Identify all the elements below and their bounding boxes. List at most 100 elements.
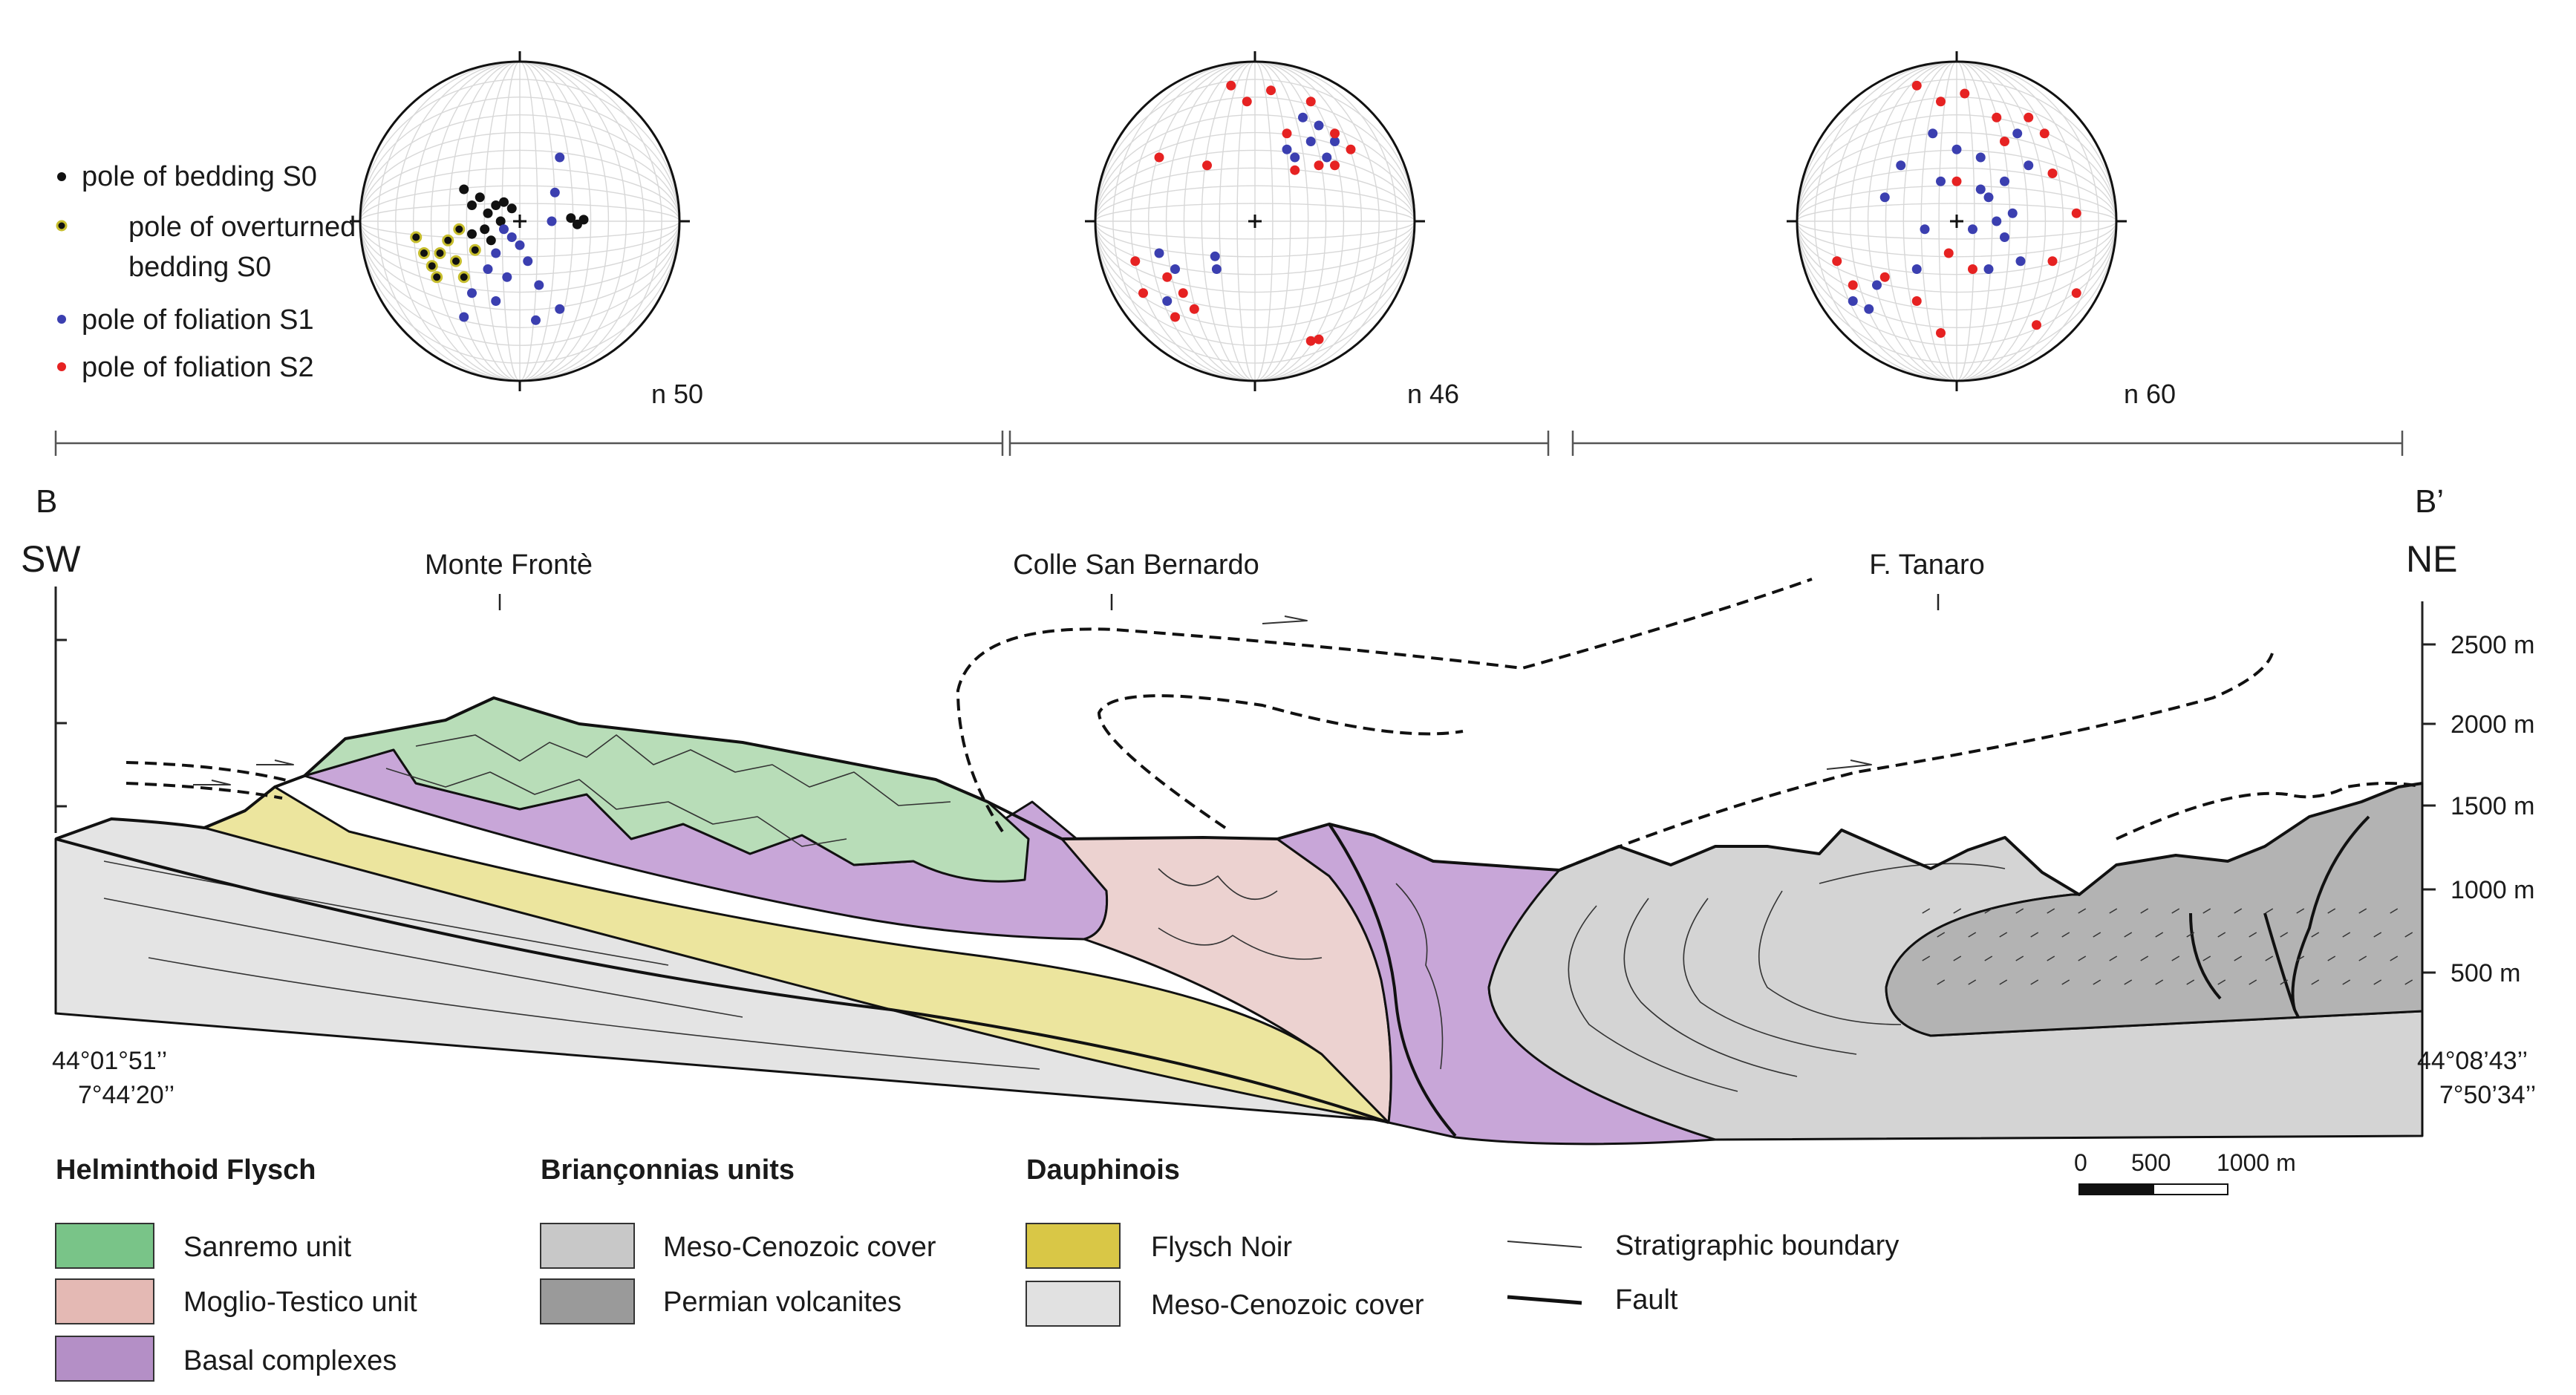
foliation-s1-pole [1983, 264, 1994, 274]
stereonet-2 [1085, 51, 1425, 391]
foliation-s1-pole [1872, 280, 1882, 290]
foliation-s1-pole [531, 315, 541, 325]
bedding-pole [483, 208, 493, 218]
scale-tick: 0 [2074, 1149, 2087, 1176]
scale-tick: 500 [2131, 1149, 2171, 1176]
overturned-bedding-pole [425, 260, 438, 272]
bedding-pole [480, 224, 490, 235]
foliation-s1-pole [515, 240, 525, 250]
stereonet-grid [1085, 51, 1425, 391]
foliation-s2-pole [1936, 328, 1946, 338]
legend-permian: Permian volcanites [663, 1287, 901, 1318]
foliation-s1-pole [550, 187, 560, 197]
foliation-s1-pole [1322, 152, 1332, 163]
foliation-s1-pole [1290, 152, 1300, 163]
coord-left-lon: 7°44’20’’ [78, 1081, 175, 1109]
foliation-s2-pole [1992, 112, 2002, 122]
overturned-bedding-pole [442, 234, 454, 246]
foliation-s1-pole [1210, 251, 1220, 261]
foliation-s2-pole [2047, 256, 2058, 267]
foliation-s1-pole [1314, 120, 1324, 131]
stereonet-points [410, 152, 589, 325]
overturned-marker [56, 220, 68, 232]
stereonet-1 [350, 51, 690, 391]
foliation-s1-pole [502, 272, 512, 282]
foliation-s2-pole [1936, 97, 1946, 107]
bedding-pole [578, 215, 589, 225]
coord-left-lat: 44°01°51’’ [52, 1047, 167, 1075]
legend-stratigraphic: Stratigraphic boundary [1615, 1230, 1899, 1261]
foliation-s1-pole [483, 264, 493, 274]
bedding-pole [467, 229, 477, 239]
foliation-s2-pole [1305, 97, 1316, 107]
overturned-bedding-pole [453, 223, 466, 235]
foliation-s2-pole [2071, 208, 2081, 218]
cross-section [54, 578, 2424, 1146]
foliation-s2-pole [1138, 288, 1148, 298]
foliation-s2-pole [1154, 152, 1164, 163]
foliation-s1-pole [1848, 296, 1858, 306]
projected-surfaces [125, 578, 2423, 872]
foliation-s1-pole [534, 280, 544, 290]
foliation-s2-pole [2039, 128, 2050, 139]
legend-brianc-cover: Meso-Cenozoic cover [663, 1232, 936, 1263]
swatch-flysch-noir [1025, 1223, 1121, 1269]
foliation-s2-pole [1848, 280, 1858, 290]
foliation-s1-pole [1282, 144, 1292, 154]
stereonet-points [1832, 80, 2081, 338]
place-monte-fronte: Monte Frontè [425, 549, 593, 581]
foliation-s1-pole [523, 256, 533, 267]
foliation-s1-pole [2012, 128, 2023, 139]
foliation-s1-pole [1975, 152, 1986, 163]
legend-title-brianconnais: Briançonnias units [541, 1154, 795, 1186]
foliation-s2-pole [1290, 165, 1300, 175]
scale-bar: 0 500 1000 m [2074, 1149, 2296, 1195]
foliation-s1-pole [1170, 264, 1180, 274]
place-colle-san-bernardo: Colle San Bernardo [1013, 549, 1259, 581]
foliation-s2-pole [1911, 296, 1922, 306]
foliation-s2-pole [1832, 256, 1842, 267]
foliation-s1-pole [1879, 192, 1890, 203]
overturned-bedding-pole [469, 244, 481, 256]
bedding-pole [475, 192, 485, 203]
bedding-pole [506, 203, 517, 214]
elevation-label: 1500 m [2451, 792, 2534, 820]
foliation-s1-pole [1211, 264, 1222, 274]
foliation-s2-pole [2000, 137, 2009, 146]
elevation-axis-right [2421, 601, 2436, 1011]
sampling-intervals [54, 431, 2404, 456]
elevation-label: 2500 m [2451, 631, 2534, 659]
fault-symbol [1507, 1295, 1582, 1305]
foliation-s1-pole [547, 216, 557, 226]
foliation-s2-pole [1189, 304, 1199, 314]
thrust-arrows [193, 615, 1872, 785]
foliation-s2-pole [1951, 176, 1962, 186]
foliation-s2-pole [1162, 272, 1173, 282]
foliation-s1-pole [2015, 256, 2026, 267]
legend-title-dauphinois: Dauphinois [1026, 1154, 1180, 1186]
faults [55, 815, 2370, 1137]
coord-right-lon: 7°50’34’’ [2439, 1081, 2536, 1109]
foliation-s1-pole [1983, 192, 1994, 203]
topography-line [55, 696, 2423, 896]
foliation-s1-pole [1162, 296, 1173, 306]
place-tanaro: F. Tanaro [1869, 549, 1985, 581]
stereonet-grid [350, 51, 690, 391]
foliation-s1-pole [1305, 137, 1316, 146]
foliation-s1-pole [491, 248, 501, 258]
count-net3: n 60 [2124, 379, 2176, 409]
overturned-bedding-pole [410, 231, 423, 244]
direction-sw: SW [21, 538, 81, 580]
stereonet-3 [1787, 51, 2127, 391]
direction-ne: NE [2406, 538, 2457, 580]
foliation-s1-pole [506, 232, 517, 242]
foliation-s1-pole [1975, 184, 1986, 195]
swatch-permian [540, 1278, 635, 1324]
foliation-s2-pole [1968, 264, 1977, 274]
section-end-letter: B’ [2415, 483, 2444, 520]
foliation-s2-pole [1943, 248, 1954, 258]
count-net1: n 50 [651, 379, 703, 409]
elevation-axis-left [54, 587, 67, 833]
swatch-brianc-cover [540, 1223, 635, 1269]
